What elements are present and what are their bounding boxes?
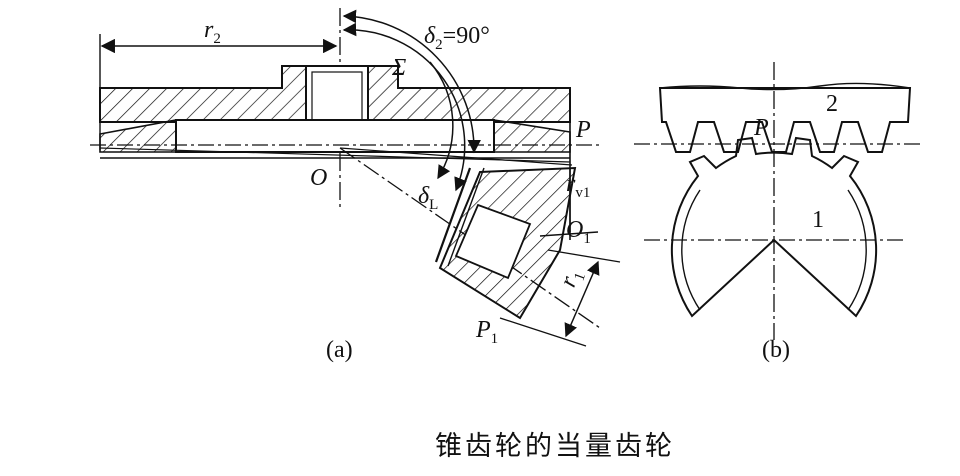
gear-1-label: 1 [812,207,824,233]
figure-caption: 锥齿轮的当量齿轮 [435,431,675,462]
pitch-point-P-label: P [754,115,769,141]
delta2-label: δ2=90° [424,23,490,53]
P1-label: P1 [476,317,499,347]
gear-2-rim [175,119,495,153]
figure-a [90,8,621,347]
sigma-arc [342,22,467,192]
figure-b [634,62,922,340]
sigma-label: Σ [392,55,407,81]
gear-1-inner-rim-right [847,189,867,311]
r1-dimension-line [564,260,600,338]
rack-2 [658,87,912,153]
deltaL-label: δL [418,183,439,213]
gear-2-web [99,119,177,153]
r2-label: r2 [204,17,221,47]
r1-ext-top [547,249,621,263]
pinion-body [434,166,577,320]
figure-a-tag: (a) [326,337,353,363]
O1-label: O1 [566,217,591,247]
rack-2-top [659,82,911,91]
rack-2-label: 2 [826,91,838,117]
O-label: O [310,165,328,191]
cone-generatrix [339,147,573,166]
P-label: P [576,117,591,143]
gear-2-tooth [493,119,571,153]
gear-1-inner-rim [681,189,701,311]
r1-ext-bottom [499,317,587,347]
rv1-label: rv1 [566,171,591,201]
deltaL-arc [429,61,454,180]
gear-1 [670,136,878,318]
figure-b-tag: (b) [762,337,790,363]
O1-line [539,231,599,237]
